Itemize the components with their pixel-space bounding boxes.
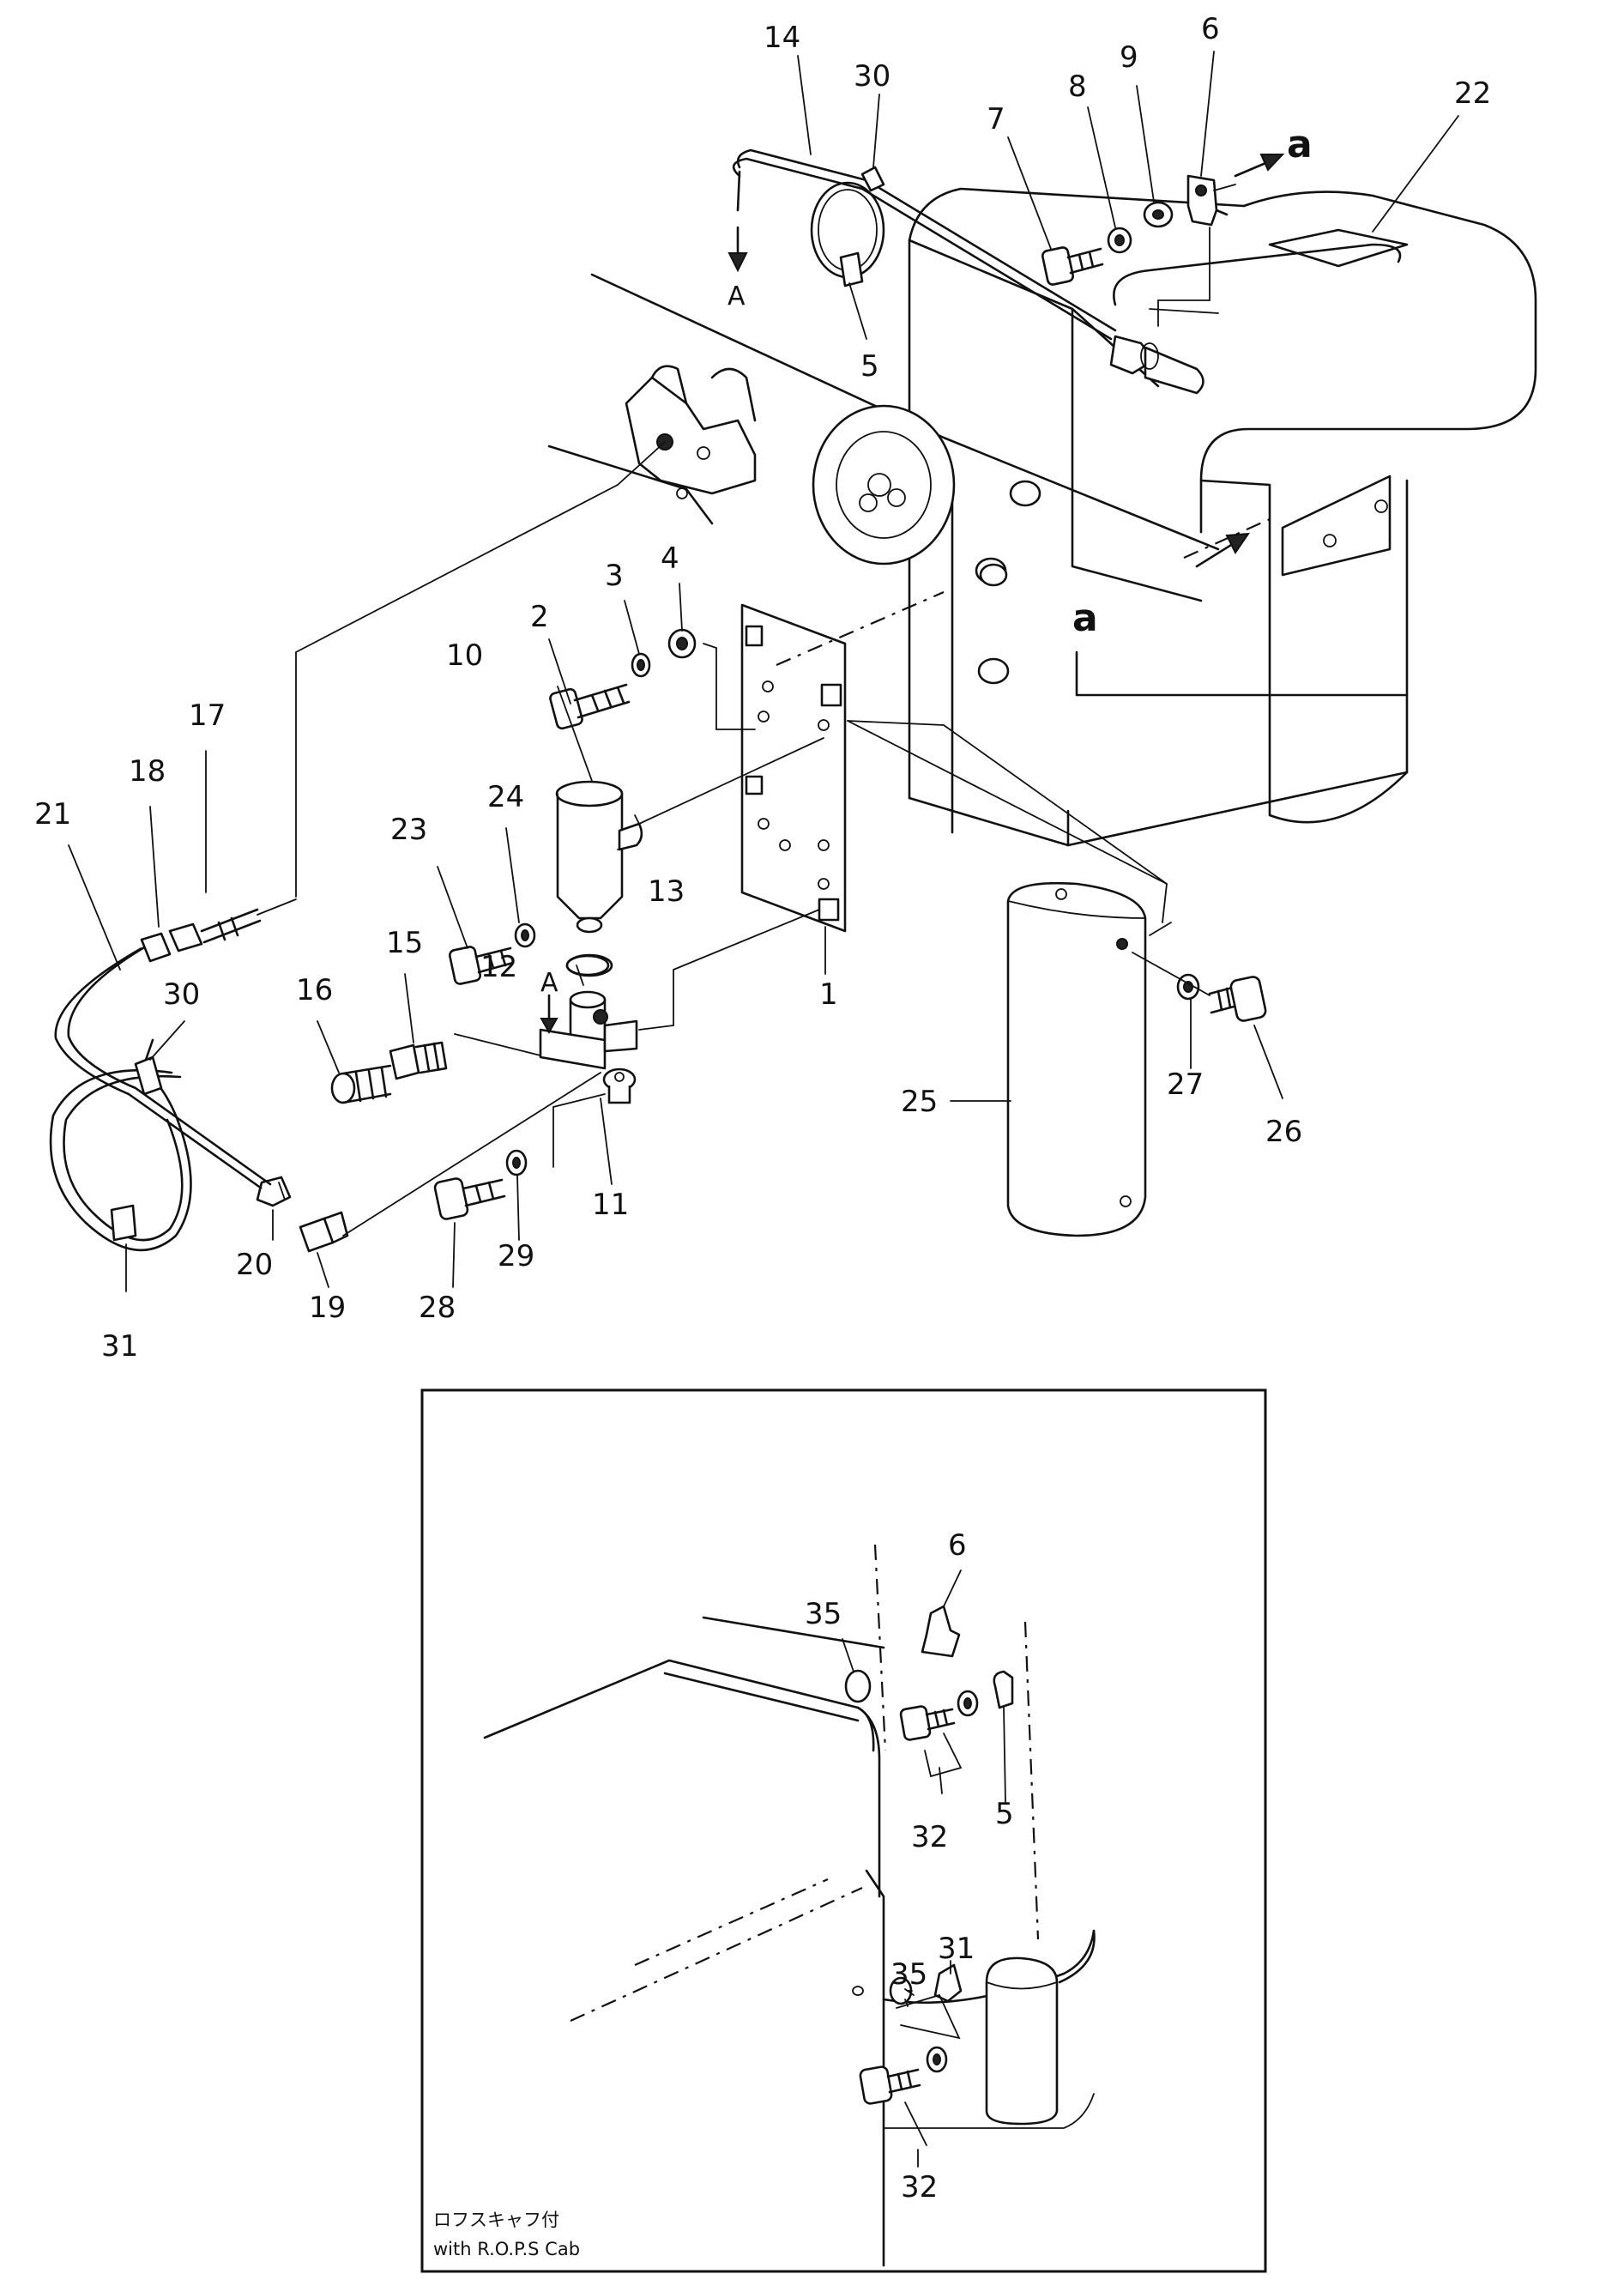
nut-20: [256, 1176, 292, 1207]
callout-24: 24: [487, 780, 524, 814]
washer-12: [565, 954, 610, 977]
view-marker-a-side: a: [1072, 596, 1098, 640]
inset-cap-35-upper: [844, 1669, 872, 1703]
bolt-26: [1208, 976, 1267, 1022]
leader-lines: [295, 184, 1271, 1237]
clip-6: [1186, 174, 1229, 227]
callout-4: 4: [661, 541, 679, 576]
washer-8: [1107, 227, 1132, 254]
callout-1: 1: [819, 977, 838, 1012]
inset-clip-6: [921, 1605, 961, 1658]
callout-12: 12: [480, 950, 517, 984]
callout-13: 13: [648, 874, 685, 909]
machine-body: [590, 187, 1537, 847]
callout-11: 11: [592, 1188, 629, 1222]
inset-clamp-31: [933, 1963, 963, 2003]
inset-bolt-32-lower: [859, 2065, 893, 2105]
callout-26: 26: [1265, 1115, 1302, 1149]
washer-3: [631, 652, 651, 678]
cable-21: [49, 942, 272, 1252]
bolt-28: [433, 1177, 506, 1220]
callout-17: 17: [189, 699, 226, 733]
inset-callout-35-upper: 35: [805, 1597, 842, 1631]
callout-28: 28: [419, 1291, 456, 1325]
callout-18: 18: [129, 754, 166, 789]
callout-14: 14: [764, 21, 800, 55]
callout-10: 10: [446, 638, 483, 673]
view-marker-a-top: a: [1287, 123, 1313, 166]
inset-callouts: 6 35 32 5 35 31 32 ロフスキャフ付 with R.O.P.S …: [433, 1528, 1014, 2259]
inset-callout-6: 6: [948, 1528, 967, 1563]
callout-30-left: 30: [163, 977, 200, 1012]
callout-31-main: 31: [101, 1329, 138, 1364]
screw-16: [330, 1064, 392, 1104]
inset-caption-en: with R.O.P.S Cab: [433, 2239, 580, 2259]
inset-callout-32-lower: 32: [901, 2170, 938, 2204]
inset-caption-jp: ロフスキャフ付: [433, 2210, 559, 2230]
bolt-23: [448, 946, 515, 985]
callout-30-top: 30: [854, 59, 890, 94]
callout-22: 22: [1454, 76, 1491, 111]
callout-27: 27: [1167, 1067, 1204, 1102]
washer-4: [667, 628, 697, 659]
callout-6-top: 6: [1201, 12, 1220, 46]
callout-numbers: 14 30 5 7 8 9 6 22 2 3 4 10 17 18 21 24 …: [34, 12, 1491, 1364]
elbow-19: [299, 1211, 349, 1253]
inset-callout-35-lower: 35: [890, 1957, 927, 1992]
view-arrows: [540, 154, 1285, 1035]
callout-25: 25: [901, 1085, 938, 1119]
cable-14: [732, 148, 1204, 395]
callout-2: 2: [530, 600, 549, 634]
callout-3: 3: [605, 559, 624, 593]
washer-9: [1143, 201, 1174, 228]
callout-20: 20: [236, 1248, 273, 1282]
callout-9: 9: [1120, 40, 1138, 75]
callout-16: 16: [296, 973, 333, 1007]
nipple-15: [389, 1041, 448, 1080]
callout-15: 15: [386, 926, 423, 960]
mounting-bracket-plate: [740, 590, 945, 933]
callout-23: 23: [390, 813, 427, 847]
fuel-filter-cylinder: [555, 780, 643, 934]
inset-callout-31: 31: [938, 1932, 975, 1966]
inset-view-rops-cab: 6 35 32 5 35 31 32 ロフスキャフ付 with R.O.P.S …: [420, 1388, 1267, 2273]
view-marker-A-top: A: [727, 281, 746, 311]
view-marker-A-mid: A: [540, 968, 558, 998]
upper-bracket: [547, 365, 757, 525]
callout-leaders: [68, 51, 1459, 1292]
bolt-2: [549, 683, 631, 730]
inset-bolt-32-upper: [899, 1705, 932, 1741]
filter-cover: [1006, 881, 1147, 1237]
inset-callout-5: 5: [995, 1797, 1014, 1831]
pulley-wheel: [812, 404, 956, 565]
callout-7: 7: [987, 102, 1005, 136]
callout-21: 21: [34, 797, 71, 832]
washer-29: [505, 1149, 528, 1176]
washer-24: [514, 922, 536, 948]
callout-19: 19: [309, 1291, 346, 1325]
callout-8: 8: [1068, 70, 1087, 104]
inset-leaders: [842, 1569, 1006, 2168]
callout-5-top: 5: [860, 349, 879, 384]
inset-clamp-5: [993, 1670, 1014, 1709]
callout-29: 29: [498, 1239, 534, 1273]
inset-callout-32-upper: 32: [911, 1820, 948, 1854]
fitting-18-17: [140, 898, 297, 963]
bolt-7: [1041, 246, 1104, 286]
main-assembly-view: 14 30 5 7 8 9 6 22 2 3 4 10 17 18 21 24 …: [34, 12, 1537, 1364]
inset-body: [483, 1544, 1096, 2267]
inset-parts: [844, 1605, 1014, 2146]
inset-frame: [420, 1388, 1267, 2273]
